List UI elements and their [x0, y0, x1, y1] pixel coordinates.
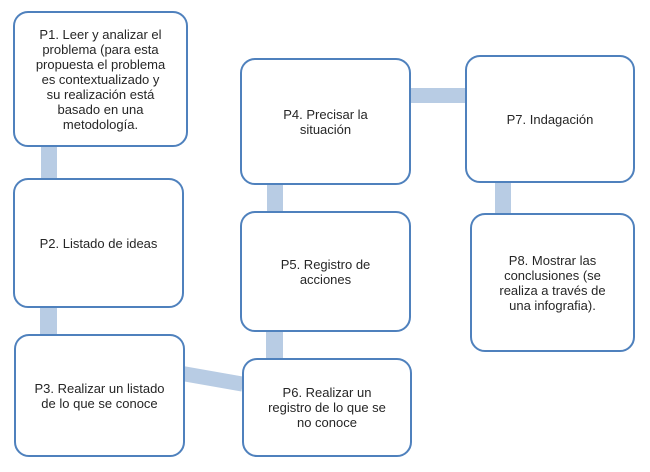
node-p3-label: P3. Realizar un listado de lo que se con…	[34, 380, 165, 411]
node-p8-label: P8. Mostrar las conclusiones (se realiza…	[499, 252, 606, 313]
node-p7: P7. Indagación	[465, 55, 635, 183]
node-p2: P2. Listado de ideas	[13, 178, 184, 308]
connector-p6-p5	[266, 330, 283, 360]
node-p5: P5. Registro de acciones	[240, 211, 411, 332]
node-p1-label: P1. Leer y analizar el problema (para es…	[35, 26, 166, 132]
node-p4-label: P4. Precisar la situación	[283, 106, 368, 137]
node-p5-label: P5. Registro de acciones	[280, 256, 371, 287]
node-p3: P3. Realizar un listado de lo que se con…	[14, 334, 185, 457]
connector-p5-p4	[267, 183, 283, 213]
node-p1: P1. Leer y analizar el problema (para es…	[13, 11, 188, 147]
node-p8: P8. Mostrar las conclusiones (se realiza…	[470, 213, 635, 352]
node-p2-label: P2. Listado de ideas	[39, 235, 158, 251]
node-p4: P4. Precisar la situación	[240, 58, 411, 185]
connector-p1-p2	[41, 145, 57, 180]
node-p6-label: P6. Realizar un registro de lo que se no…	[268, 385, 386, 430]
connector-p2-p3	[40, 306, 57, 336]
node-p7-label: P7. Indagación	[506, 111, 594, 127]
node-p6: P6. Realizar un registro de lo que se no…	[242, 358, 412, 457]
connector-p4-p7	[409, 88, 467, 103]
connector-p7-p8	[495, 181, 511, 215]
connector-p3-p6	[180, 366, 245, 392]
